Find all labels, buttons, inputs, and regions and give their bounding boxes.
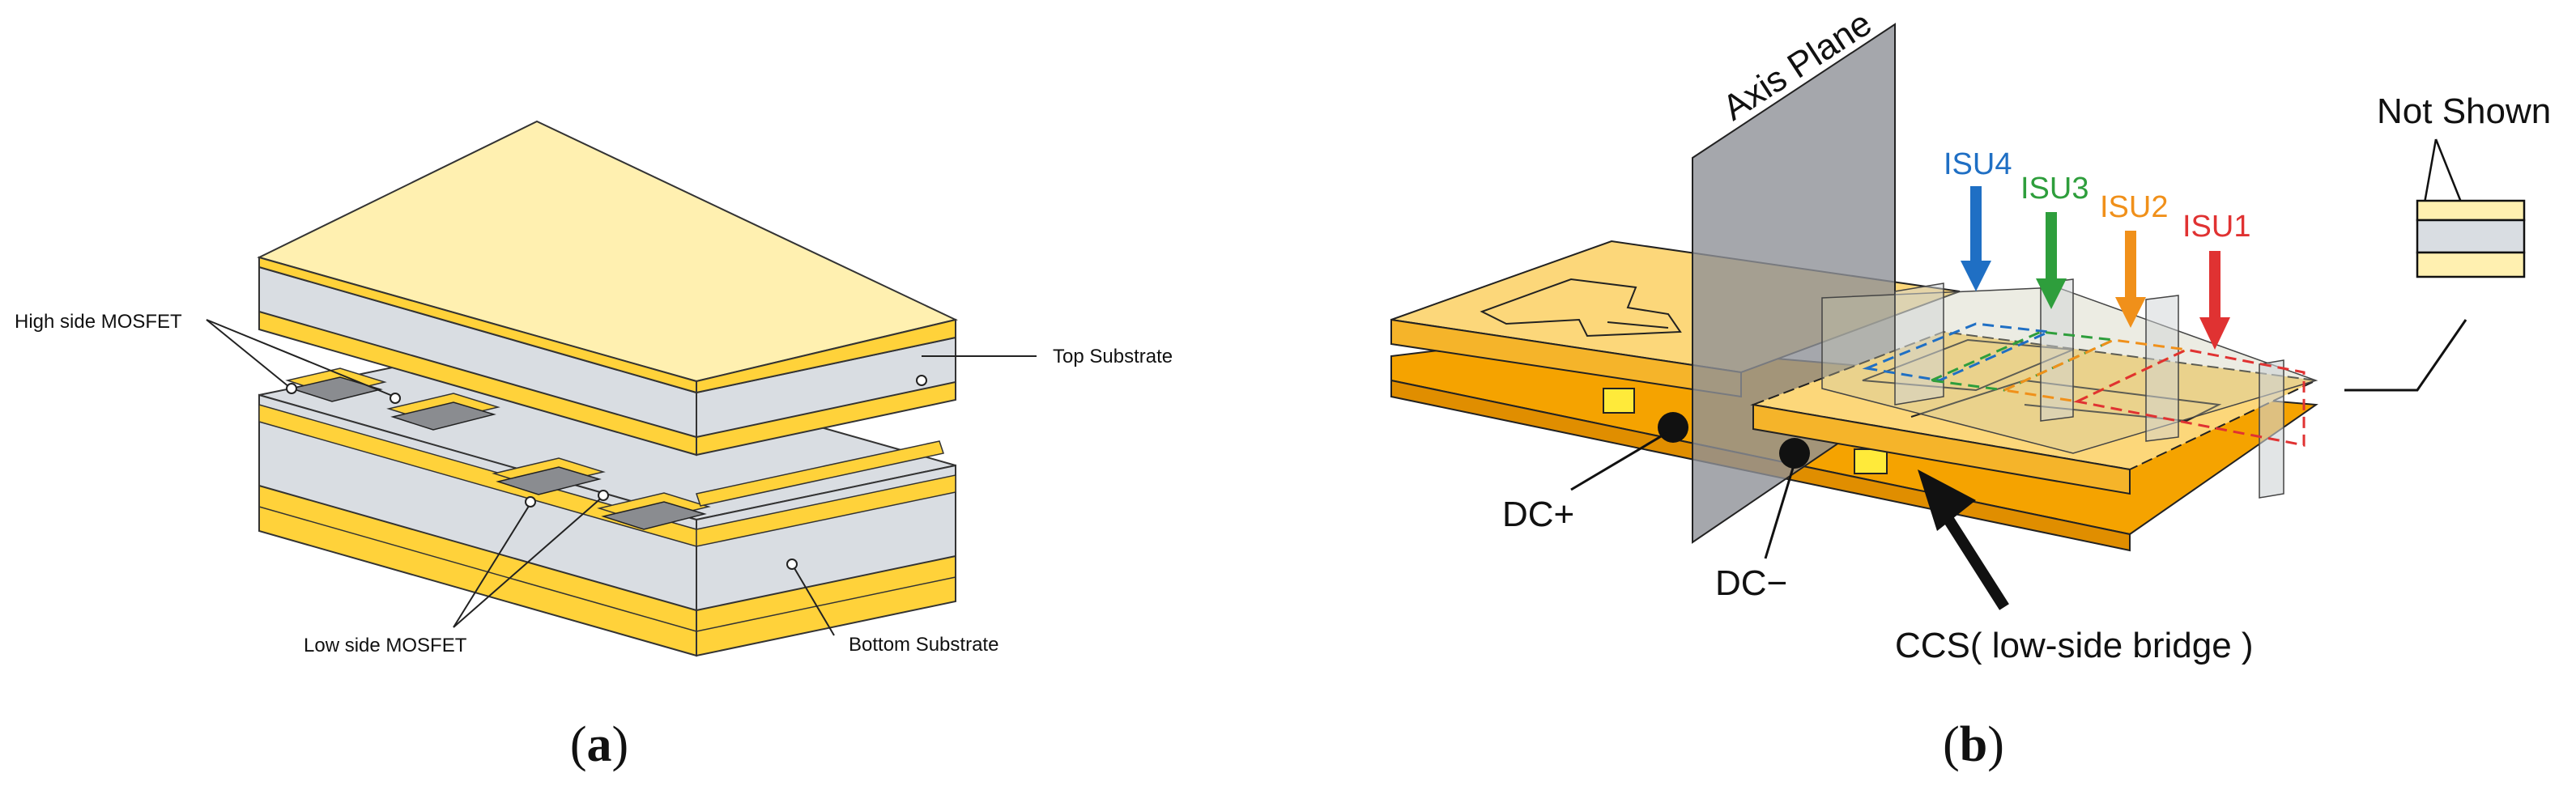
isu4-label: ISU4 [1944, 147, 2012, 181]
layer-top-copper [2416, 199, 2526, 222]
not-shown-inset: Not Shown [2344, 91, 2551, 392]
panel-a: High side MOSFET Low side MOSFET Top Sub… [15, 120, 1173, 772]
top-substrate-label: Top Substrate [1053, 346, 1173, 367]
ccs-label: CCS( low-side bridge ) [1895, 626, 2254, 665]
die-grey-1 [289, 376, 383, 402]
panel-a-caption: (a) [570, 717, 628, 772]
isu1-arrow [2199, 251, 2230, 350]
isu-dashed-regions [1862, 322, 2306, 447]
layer-bottom-copper [2416, 251, 2526, 278]
dc-minus-terminal [1779, 438, 1810, 469]
isu4-region [1862, 322, 2054, 382]
panel-a-callouts [206, 319, 1037, 636]
dc-minus-label: DC− [1715, 563, 1787, 603]
panel-b-caption: (b) [1943, 717, 2004, 772]
isu4-arrow [1961, 186, 1991, 291]
panel-b: ISU4 ISU3 ISU2 ISU1 Axis Plane DC+ DC− C… [1390, 3, 2551, 772]
isu1-label: ISU1 [2182, 210, 2250, 244]
panel-a-callout-dots [286, 375, 927, 570]
dc-plus-label: DC+ [1502, 495, 1574, 534]
layer-ceramic [2416, 219, 2526, 254]
die-grey-3 [496, 466, 602, 495]
left-trace-pattern [1480, 278, 1682, 338]
high-side-mosfet-label: High side MOSFET [15, 311, 182, 333]
isu3-label: ISU3 [2020, 172, 2088, 206]
bottom-copper-right [696, 474, 956, 547]
isu3-arrow [2036, 212, 2067, 309]
die-grey-2 [390, 401, 496, 431]
mosfet-dies [285, 367, 944, 530]
right-substrate-edge [1752, 403, 2131, 495]
isu3-region [1927, 330, 2118, 392]
die-grey-4 [601, 501, 707, 530]
isu2-label: ISU2 [2100, 190, 2168, 224]
isu2-region [1999, 338, 2191, 403]
sensor-divider-4 [2259, 359, 2284, 499]
isu2-arrow [2115, 231, 2146, 328]
bottom-base-right [696, 554, 956, 657]
low-side-mosfet-label: Low side MOSFET [304, 635, 467, 656]
ccs-arrow [1918, 469, 2009, 610]
bottom-substrate-label: Bottom Substrate [849, 634, 998, 656]
contact-block-2 [1854, 448, 1888, 474]
top-substrate-edge-right [696, 318, 956, 394]
inner-trace [696, 440, 944, 507]
not-shown-label: Not Shown [2377, 91, 2551, 131]
sensor-divider-3 [2145, 295, 2179, 442]
sensor-divider-1 [1894, 282, 1944, 406]
dc-plus-terminal [1658, 412, 1688, 443]
contact-block-1 [1603, 388, 1635, 414]
top-substrate [257, 120, 959, 457]
isu1-region [2073, 348, 2306, 447]
